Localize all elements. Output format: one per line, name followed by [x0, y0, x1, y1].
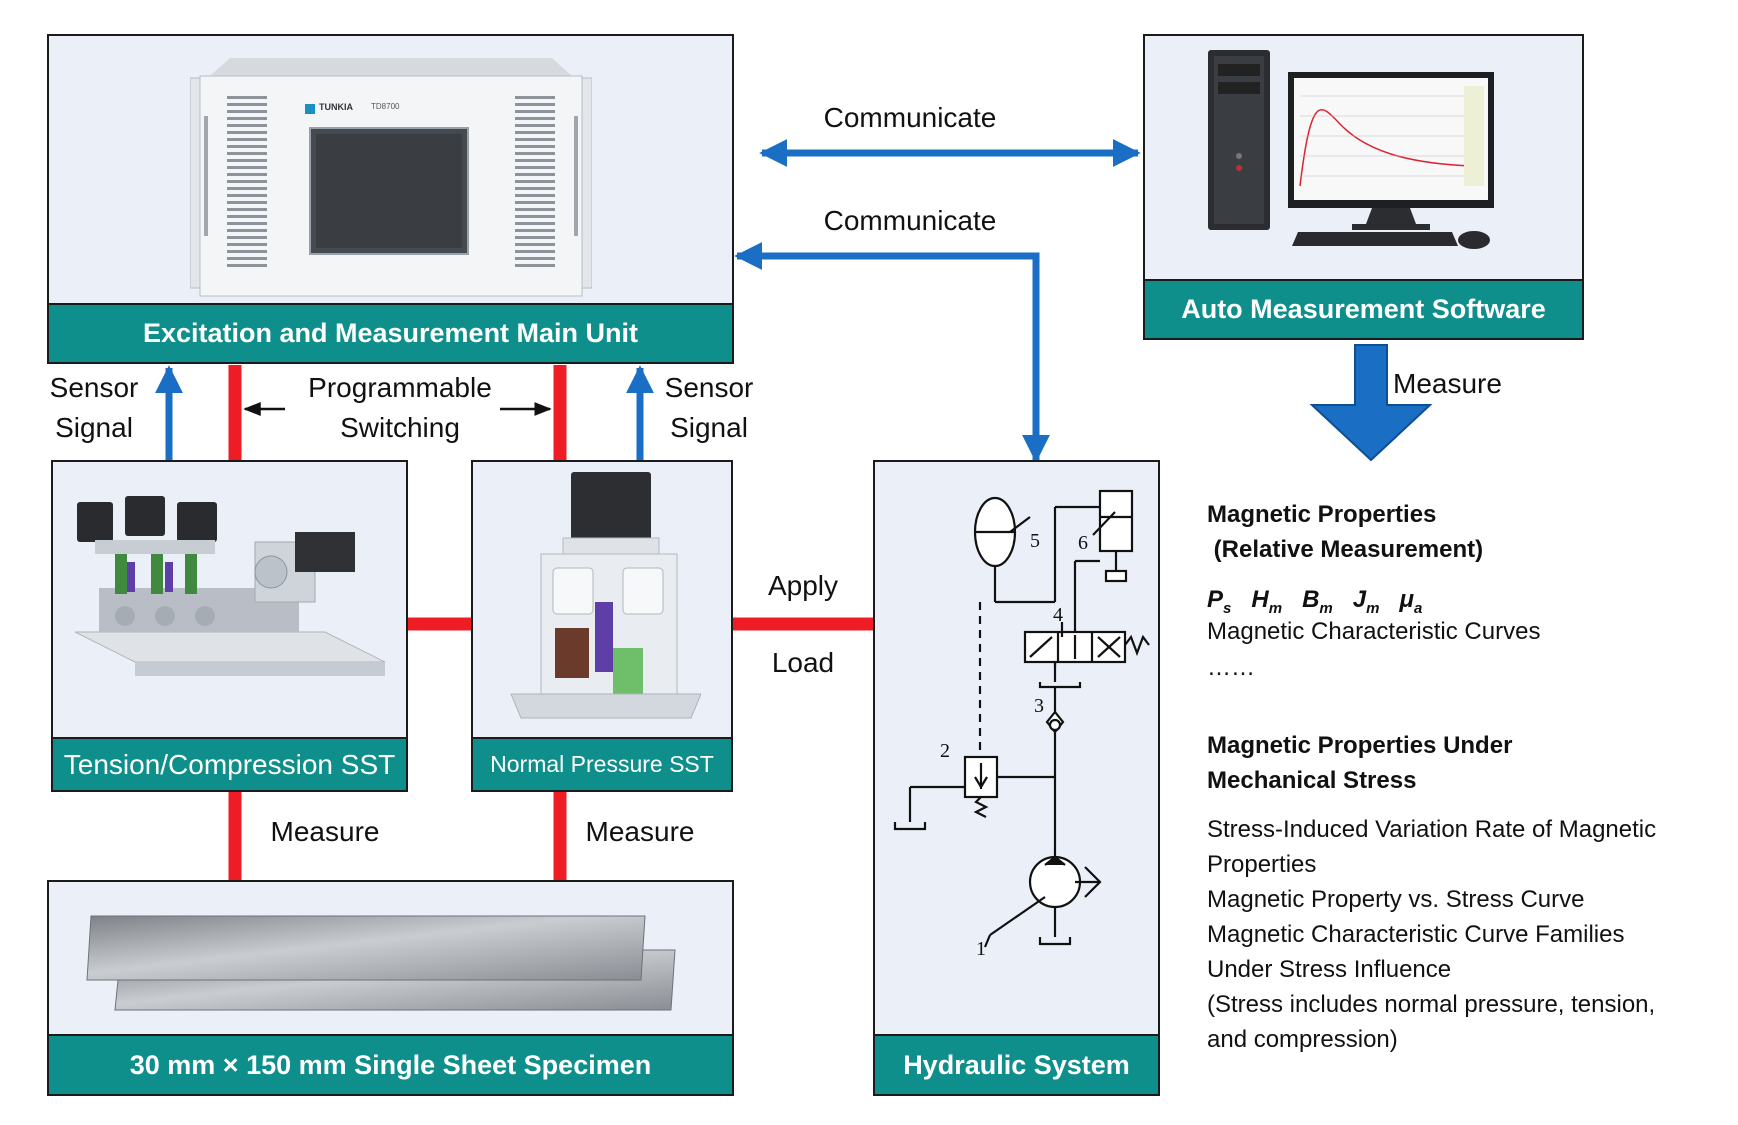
results-stress-item-1: Stress-Induced Variation Rate of Magneti… [1207, 816, 1657, 843]
results-stress-item-3: Magnetic Property vs. Stress Curve [1207, 886, 1585, 913]
measure-label-left: Measure [270, 816, 380, 847]
hydraulic-label-2: 2 [940, 740, 950, 762]
measure-big-arrow [1309, 344, 1433, 462]
hydraulic-label-3: 3 [1034, 695, 1044, 717]
programmable-label-2: Switching [340, 412, 460, 443]
hydraulic-label-5: 5 [1030, 530, 1040, 552]
desktop-computer-icon [1208, 50, 1494, 249]
apply-load-label-1: Apply [767, 570, 839, 601]
programmable-label-1: Programmable [308, 372, 492, 403]
communicate-label-top: Communicate [823, 102, 997, 133]
results-stress-item-2: Properties [1207, 851, 1317, 878]
main-unit-title: Excitation and Measurement Main Unit [47, 303, 734, 364]
pressure-fixture-icon [510, 472, 701, 719]
measure-label-big: Measure [1393, 368, 1502, 399]
apply-load-label-2: Load [771, 647, 835, 678]
sensor-signal-label-left-2: Signal [55, 412, 133, 443]
results-stress-heading-2: Mechanical Stress [1207, 767, 1417, 794]
hydraulic-title: Hydraulic System [873, 1034, 1160, 1096]
main-unit-brand: TUNKIA [319, 102, 353, 112]
tension-fixture-icon [74, 496, 386, 676]
results-symbols: Ps Hm Bm Jm μa [1207, 582, 1422, 626]
results-stress-heading-1: Magnetic Properties Under [1207, 732, 1513, 759]
sensor-signal-label-right-1: Sensor [664, 372, 754, 403]
results-relative-heading-2: (Relative Measurement) [1207, 536, 1484, 563]
hydraulic-label-6: 6 [1078, 532, 1088, 554]
results-relative-item-2: …… [1207, 654, 1255, 681]
blue-arrows [155, 139, 1141, 463]
specimen-title: 30 mm × 150 mm Single Sheet Specimen [47, 1034, 734, 1096]
communicate-label-bottom: Communicate [823, 205, 997, 236]
normal-sst-title: Normal Pressure SST [471, 737, 733, 792]
steel-sheet-icon [86, 915, 676, 1011]
results-relative-item-1: Magnetic Characteristic Curves [1207, 618, 1541, 645]
hydraulic-label-1: 1 [976, 938, 986, 960]
symbol-ps: Ps [1207, 586, 1232, 617]
symbol-mua: μa [1399, 586, 1423, 617]
symbol-jm: Jm [1352, 586, 1380, 617]
results-stress-item-6: (Stress includes normal pressure, tensio… [1207, 991, 1656, 1018]
symbol-hm: Hm [1251, 586, 1283, 617]
results-stress-item-4: Magnetic Characteristic Curve Families [1207, 921, 1625, 948]
hydraulic-label-4: 4 [1053, 604, 1063, 626]
normal-sst-panel [471, 460, 733, 792]
red-links [228, 365, 880, 883]
rack-instrument-icon [190, 58, 592, 297]
sensor-signal-label-right-2: Signal [670, 412, 748, 443]
software-title: Auto Measurement Software [1143, 279, 1584, 340]
results-stress-item-5: Under Stress Influence [1207, 956, 1452, 983]
symbol-bm: Bm [1302, 586, 1333, 617]
communicate-arrow-bottom [734, 242, 1050, 463]
measure-label-right: Measure [585, 816, 695, 847]
tension-sst-panel [51, 460, 408, 792]
hydraulic-schematic-icon: 5 6 4 3 2 1 [893, 489, 1150, 960]
sensor-signal-label-left-1: Sensor [49, 372, 139, 403]
main-unit-model: TD8700 [371, 102, 400, 111]
tension-sst-title: Tension/Compression SST [51, 737, 408, 792]
hydraulic-panel: 5 6 4 3 2 1 [873, 460, 1160, 1096]
results-relative-heading-1: Magnetic Properties [1207, 501, 1437, 528]
results-stress-item-7: and compression) [1207, 1026, 1398, 1053]
